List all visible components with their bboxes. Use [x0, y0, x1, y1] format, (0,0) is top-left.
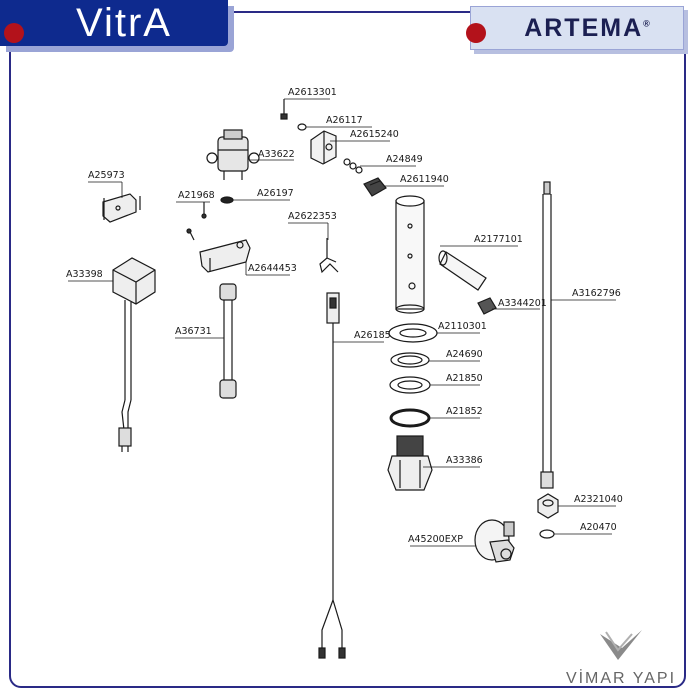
- nut-a3344201-drawing: [477, 297, 497, 315]
- screw-a2613301-drawing: [280, 99, 288, 120]
- faucet-body-drawing: [395, 195, 425, 314]
- hose-a36731-drawing: [219, 283, 237, 399]
- sensor-cable-a26185-drawing: [318, 292, 346, 659]
- part-labels: A2613301 A26117 A2615240 A33622 A24849 A…: [66, 87, 623, 545]
- transformer-a33398-drawing: [112, 257, 156, 452]
- label-a2110301: A2110301: [438, 321, 487, 332]
- washers-a24849-drawing: [343, 158, 363, 174]
- label-a21850: A21850: [446, 373, 483, 384]
- hose-a3162796-drawing: [540, 181, 554, 489]
- diagram-frame: [9, 11, 686, 688]
- label-a3162796: A3162796: [572, 288, 621, 299]
- screw-a21968-drawing: [201, 202, 207, 219]
- seal-a26197-drawing: [220, 196, 234, 204]
- label-a24849: A24849: [386, 154, 423, 165]
- nozzle-a2611940-drawing: [363, 177, 387, 197]
- artema-logo: ARTEMA®: [470, 6, 684, 50]
- leader-lines: [68, 98, 616, 547]
- spout-a2177101-drawing: [438, 250, 487, 291]
- artema-registered-mark: ®: [643, 18, 652, 29]
- label-a2644453: A2644453: [248, 263, 297, 274]
- label-a26117: A26117: [326, 115, 363, 126]
- washer-a21850-drawing: [389, 376, 431, 394]
- label-a2613301: A2613301: [288, 87, 337, 98]
- label-a2611940: A2611940: [400, 174, 449, 185]
- valve-a33622-drawing: [206, 129, 260, 180]
- label-a33386: A33386: [446, 455, 483, 466]
- vitra-logo-text: VitrA: [76, 0, 172, 45]
- label-a24690: A24690: [446, 349, 483, 360]
- label-a45200exp: A45200EXP: [408, 534, 463, 545]
- artema-logo-word: ARTEMA: [524, 13, 644, 42]
- left-red-dot: [4, 23, 24, 43]
- label-a20470: A20470: [580, 522, 617, 533]
- nut-a2321040-drawing: [537, 493, 559, 519]
- right-red-dot: [466, 23, 486, 43]
- vimar-yapi-watermark: VİMAR YAPI: [556, 628, 686, 688]
- label-a2321040: A2321040: [574, 494, 623, 505]
- vimar-logo-icon: [600, 630, 642, 660]
- washer-a24690-drawing: [390, 352, 430, 368]
- washer-a21852-drawing: [389, 408, 431, 428]
- washer-a2110301-drawing: [388, 323, 438, 343]
- label-a21968: A21968: [178, 190, 215, 201]
- bracket-a25973-drawing: [102, 193, 141, 223]
- label-a2622353: A2622353: [288, 211, 337, 222]
- label-a26185: A26185: [354, 330, 391, 341]
- threaded-nut-a33386-drawing: [387, 435, 433, 491]
- clip-a26117-drawing: [297, 123, 307, 131]
- label-a26197: A26197: [257, 188, 294, 199]
- label-a21852: A21852: [446, 406, 483, 417]
- artema-logo-text: ARTEMA®: [502, 14, 652, 43]
- label-a3344201: A3344201: [498, 298, 547, 309]
- block-a2615240-drawing: [310, 130, 337, 165]
- washer-a20470-drawing: [539, 529, 555, 539]
- label-a33398: A33398: [66, 269, 103, 280]
- label-a36731: A36731: [175, 326, 212, 337]
- label-a25973: A25973: [88, 170, 125, 181]
- hook-a2622353-drawing: [319, 238, 339, 274]
- vitra-logo: VitrA: [0, 0, 228, 46]
- vimar-yapi-text: VİMAR YAPI: [565, 670, 677, 687]
- label-a2177101: A2177101: [474, 234, 523, 245]
- plate-a2644453-drawing: [199, 239, 251, 273]
- label-a2615240: A2615240: [350, 129, 399, 140]
- angle-valve-a45200exp-drawing: [474, 519, 515, 563]
- screw-plate-drawing: [186, 228, 195, 241]
- label-a33622: A33622: [258, 149, 295, 160]
